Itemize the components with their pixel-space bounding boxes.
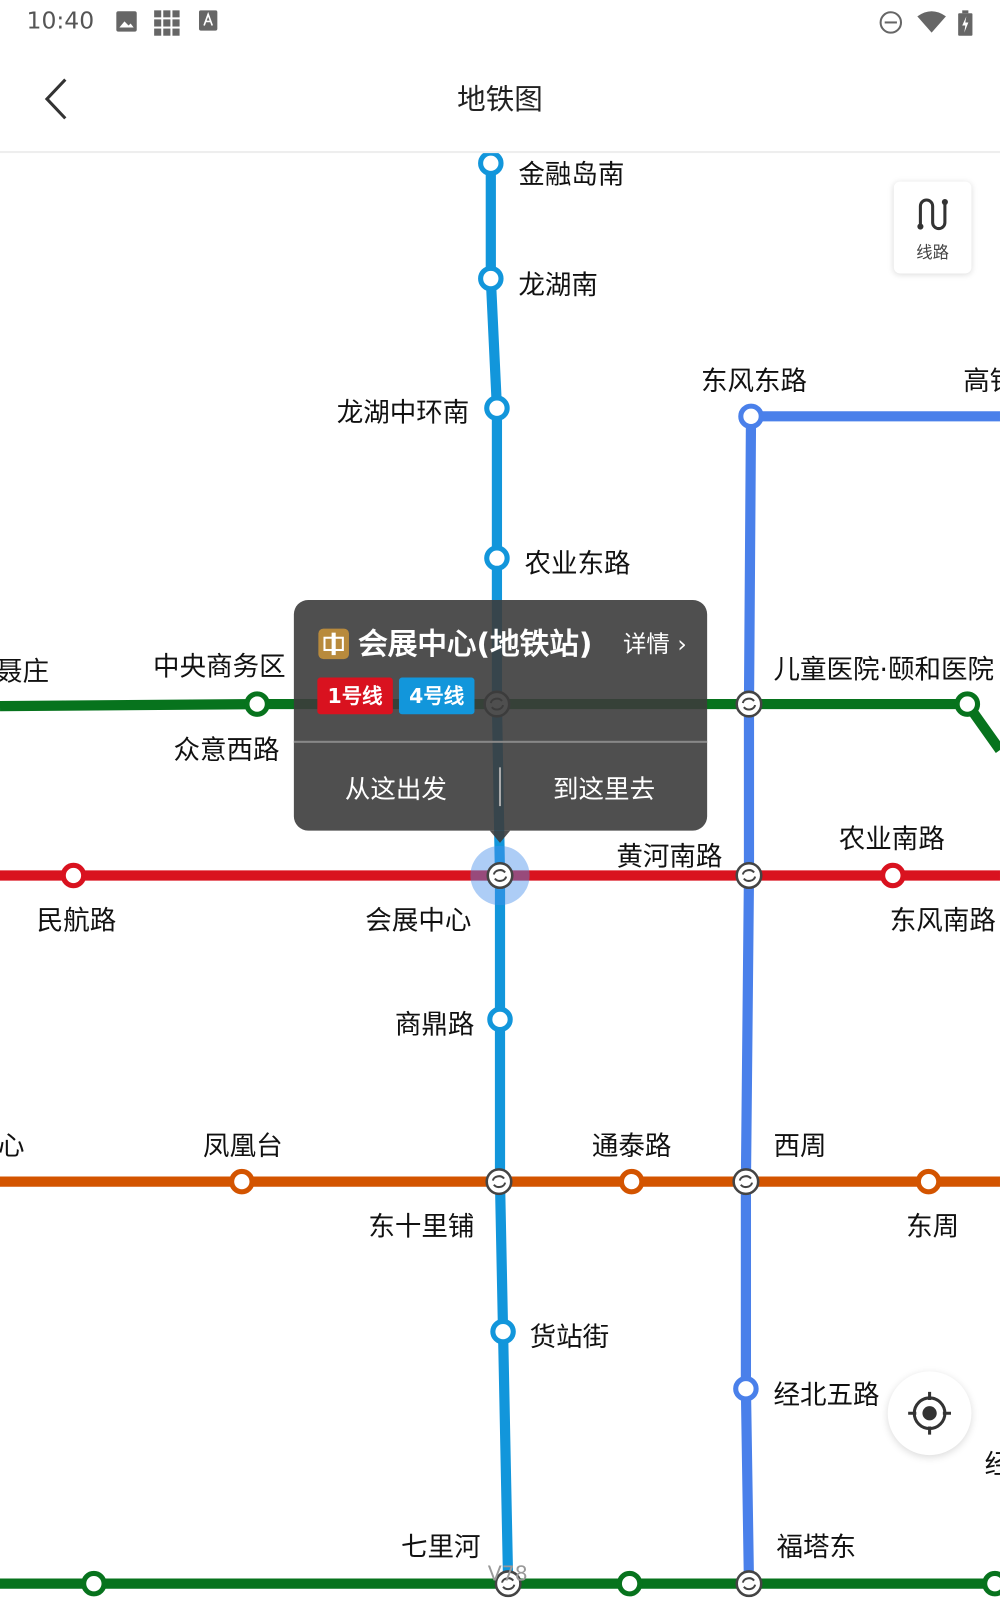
transfer-station-marker[interactable] xyxy=(486,861,514,890)
grid-notification-icon xyxy=(154,10,180,36)
locate-button[interactable] xyxy=(887,1371,972,1456)
popup-pointer xyxy=(489,830,511,843)
station-label[interactable]: 金融岛南 xyxy=(518,160,624,191)
transfer-station-marker[interactable] xyxy=(485,1168,513,1196)
image-notification-icon xyxy=(116,11,137,32)
action-separator xyxy=(498,767,502,807)
station-label[interactable]: 东周 xyxy=(906,1212,959,1243)
station-marker[interactable] xyxy=(81,1570,107,1597)
station-marker[interactable] xyxy=(880,862,906,889)
station-label[interactable]: 儿童医院·颐和医院 xyxy=(773,655,994,686)
station-label[interactable]: 经 xyxy=(985,1449,1000,1480)
lines-button-label: 线路 xyxy=(916,242,949,263)
station-marker[interactable] xyxy=(229,1168,255,1195)
line-badge-4: 4号线 xyxy=(398,677,475,715)
station-label[interactable]: 聂庄 xyxy=(0,657,49,688)
station-marker[interactable] xyxy=(733,1376,759,1402)
station-marker[interactable] xyxy=(478,150,504,177)
station-label[interactable]: 中央商务区 xyxy=(153,652,286,683)
station-label[interactable]: 商鼎路 xyxy=(395,1010,475,1041)
station-marker[interactable] xyxy=(484,545,510,571)
station-marker[interactable] xyxy=(915,1168,942,1195)
station-label[interactable]: 民航路 xyxy=(37,906,117,937)
lines-button[interactable]: 线路 xyxy=(893,181,972,274)
station-marker[interactable] xyxy=(954,691,981,717)
station-logo-icon xyxy=(318,628,349,660)
line-badge-1: 1号线 xyxy=(317,677,393,715)
transfer-icon xyxy=(738,1175,754,1189)
page-title: 地铁图 xyxy=(457,82,543,117)
station-label[interactable]: 龙湖中环南 xyxy=(337,397,470,428)
transfer-icon xyxy=(501,1577,516,1591)
popup-divider xyxy=(293,740,708,743)
transfer-station-marker[interactable] xyxy=(735,690,763,718)
transfer-station-marker[interactable] xyxy=(735,861,763,890)
station-label[interactable]: 高铁 xyxy=(963,366,1000,397)
keyboard-notification-icon xyxy=(198,10,218,31)
popup-station-name: 会展中心(地铁站) xyxy=(358,626,593,662)
back-arrow-icon[interactable] xyxy=(37,73,78,124)
station-marker[interactable] xyxy=(982,1570,1000,1597)
status-bar: 10:40 xyxy=(0,0,1000,49)
station-marker[interactable] xyxy=(478,265,504,292)
station-marker[interactable] xyxy=(738,403,764,430)
station-label[interactable]: 东十里铺 xyxy=(368,1212,474,1243)
transfer-icon xyxy=(741,869,757,882)
station-label[interactable]: 货站街 xyxy=(530,1322,610,1353)
go-here-button[interactable]: 到这里去 xyxy=(553,774,656,805)
station-label[interactable]: 农业南路 xyxy=(839,824,945,855)
station-label[interactable]: 经北五路 xyxy=(773,1380,879,1411)
transfer-icon xyxy=(741,697,757,711)
station-label[interactable]: 众意西路 xyxy=(173,735,279,766)
version-label: V78 xyxy=(487,1561,528,1586)
station-label[interactable]: 东风东路 xyxy=(701,366,807,397)
depart-from-here-button[interactable]: 从这出发 xyxy=(344,774,447,805)
route-icon xyxy=(917,198,948,231)
app-header: 地铁图 xyxy=(0,48,1000,154)
station-label[interactable]: 会展中心 xyxy=(365,906,471,937)
station-label[interactable]: 农业东路 xyxy=(524,548,630,579)
station-label[interactable]: 西周 xyxy=(773,1131,826,1162)
station-label[interactable]: 心 xyxy=(0,1131,24,1162)
do-not-disturb-icon xyxy=(879,11,903,34)
details-link[interactable]: 详情 › xyxy=(622,631,687,659)
station-marker[interactable] xyxy=(616,1570,643,1597)
transfer-icon xyxy=(492,869,508,882)
station-label[interactable]: 福塔东 xyxy=(777,1532,857,1563)
transfer-station-marker[interactable] xyxy=(494,1570,522,1598)
crosshair-location-icon xyxy=(908,1391,952,1435)
station-marker[interactable] xyxy=(490,1318,516,1345)
battery-charging-icon xyxy=(958,10,973,36)
station-label[interactable]: 七里河 xyxy=(401,1532,481,1563)
transfer-station-marker[interactable] xyxy=(732,1168,760,1196)
station-popup: 会展中心(地铁站) 详情 › 1号线 4号线 从这出发 到这里去 xyxy=(293,599,708,843)
station-label[interactable]: 东风南路 xyxy=(890,906,996,937)
station-marker[interactable] xyxy=(244,691,270,717)
transfer-icon xyxy=(491,1175,507,1189)
station-label[interactable]: 凤凰台 xyxy=(203,1131,283,1162)
station-label[interactable]: 龙湖南 xyxy=(518,270,598,301)
status-time: 10:40 xyxy=(26,8,95,35)
station-marker[interactable] xyxy=(60,862,87,889)
station-marker[interactable] xyxy=(484,395,510,421)
transfer-station-marker[interactable] xyxy=(735,1570,763,1598)
transfer-icon xyxy=(741,1577,757,1591)
wifi-icon xyxy=(917,11,946,33)
station-marker[interactable] xyxy=(618,1168,645,1195)
station-label[interactable]: 通泰路 xyxy=(592,1131,672,1162)
station-label[interactable]: 黄河南路 xyxy=(616,841,722,872)
station-marker[interactable] xyxy=(487,1006,513,1033)
